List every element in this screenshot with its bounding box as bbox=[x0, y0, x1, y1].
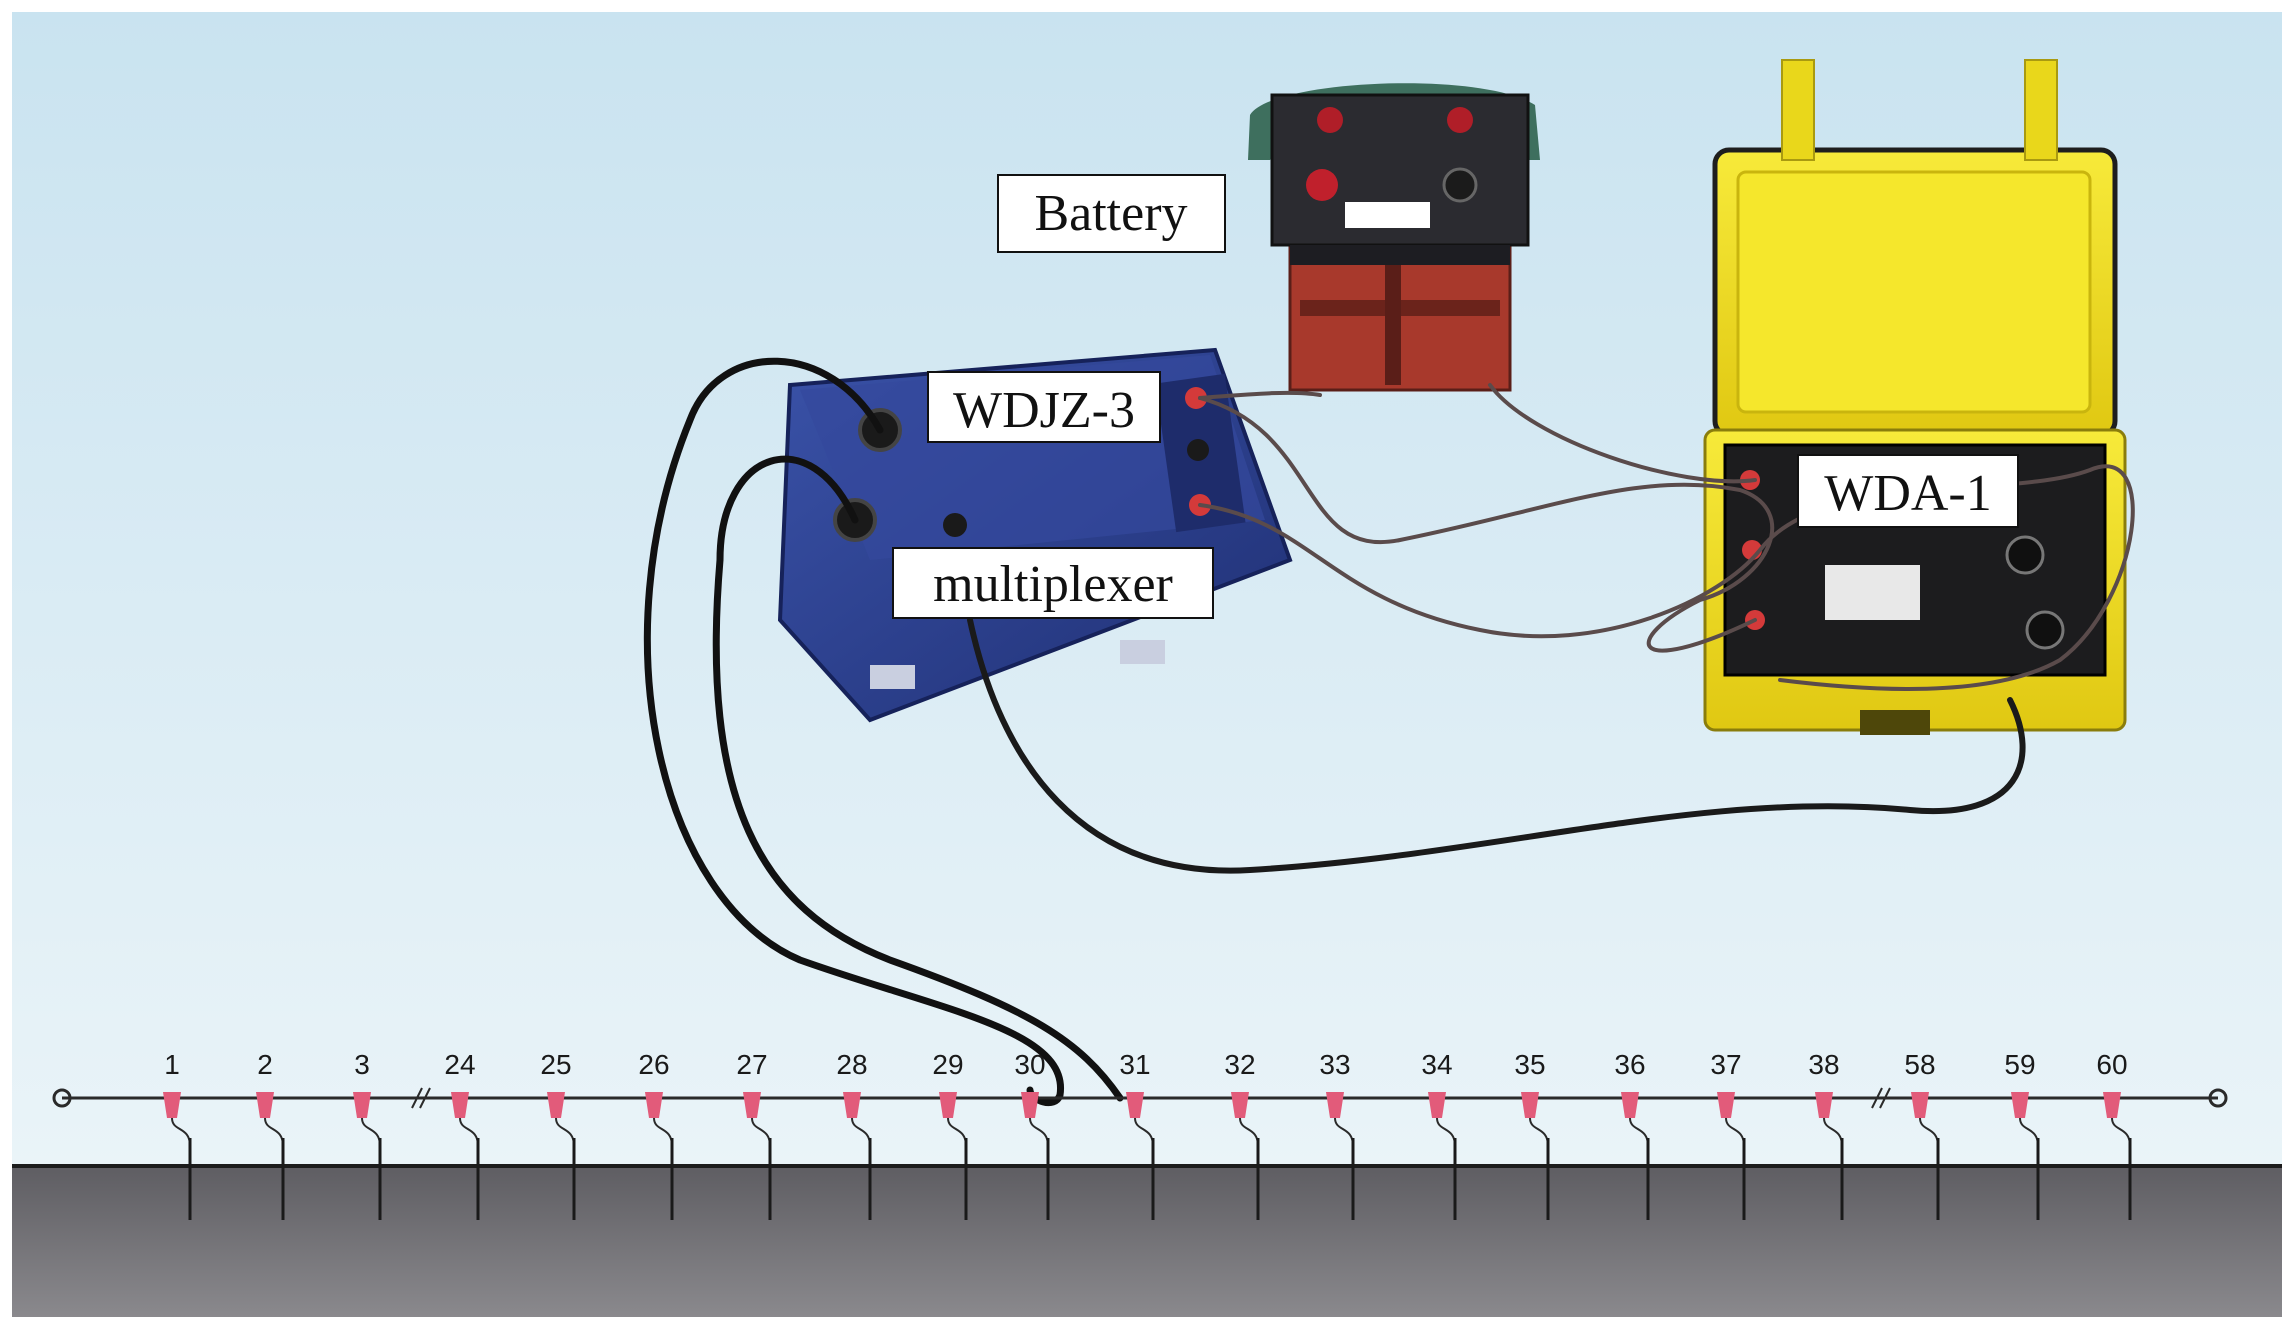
electrode: 27 bbox=[736, 1049, 772, 1220]
electrode-number: 34 bbox=[1421, 1049, 1452, 1080]
instrument-label: WDA-1 bbox=[1824, 465, 1992, 522]
battery-label: Battery bbox=[1034, 185, 1187, 242]
electrode-clip bbox=[1326, 1092, 1344, 1118]
electrode-number: 25 bbox=[540, 1049, 571, 1080]
electrode: 3 bbox=[353, 1049, 382, 1220]
cable-multiplexer-to-instrument-1 bbox=[1198, 396, 1774, 653]
electrode-clip bbox=[451, 1092, 469, 1118]
multiplexer-label: multiplexer bbox=[933, 556, 1173, 613]
electrode-number: 32 bbox=[1224, 1049, 1255, 1080]
electrode-clip bbox=[2011, 1092, 2029, 1118]
electrode-number: 31 bbox=[1119, 1049, 1150, 1080]
multiplexer-model-label-box: WDJZ-3 bbox=[927, 371, 1161, 443]
multiplexer-model-label: WDJZ-3 bbox=[953, 382, 1135, 439]
electrode: 26 bbox=[638, 1049, 674, 1220]
electrode-clip bbox=[939, 1092, 957, 1118]
cable-battery-to-instrument bbox=[1488, 383, 1757, 484]
battery-unit bbox=[1248, 83, 1540, 392]
cable-battery-to-multiplexer bbox=[1198, 390, 1322, 400]
electrode-number: 33 bbox=[1319, 1049, 1350, 1080]
electrode-clip bbox=[256, 1092, 274, 1118]
electrode-number: 30 bbox=[1014, 1049, 1045, 1080]
electrode-clip bbox=[2103, 1092, 2121, 1118]
electrode: 2 bbox=[256, 1049, 285, 1220]
electrode-number: 24 bbox=[444, 1049, 475, 1080]
electrode-clip bbox=[163, 1092, 181, 1118]
cable-electrode-right bbox=[712, 455, 1124, 1102]
electrode-number: 27 bbox=[736, 1049, 767, 1080]
electrode-number: 1 bbox=[164, 1049, 180, 1080]
electrode-number: 28 bbox=[836, 1049, 867, 1080]
electrode: 36 bbox=[1614, 1049, 1650, 1220]
electrode-clip bbox=[1231, 1092, 1249, 1118]
electrode-number: 60 bbox=[2096, 1049, 2127, 1080]
electrode: 31 bbox=[1119, 1049, 1155, 1220]
line-end-left bbox=[52, 1088, 72, 1108]
electrode-number: 59 bbox=[2004, 1049, 2035, 1080]
electrode: 1 bbox=[163, 1049, 192, 1220]
electrode: 29 bbox=[932, 1049, 968, 1220]
line-break-right bbox=[1871, 1087, 1891, 1109]
electrode-clip bbox=[743, 1092, 761, 1118]
electrode: 37 bbox=[1710, 1049, 1746, 1220]
instrument-label-box: WDA-1 bbox=[1797, 454, 2019, 528]
electrode-clip bbox=[1717, 1092, 1735, 1118]
instrument-unit bbox=[1703, 59, 2127, 735]
electrode: 34 bbox=[1421, 1049, 1457, 1220]
electrode-clip bbox=[353, 1092, 371, 1118]
battery-display bbox=[1345, 202, 1430, 228]
electrode-number: 35 bbox=[1514, 1049, 1545, 1080]
electrode-clip bbox=[1521, 1092, 1539, 1118]
electrode: 38 bbox=[1808, 1049, 1844, 1220]
electrode-clip bbox=[645, 1092, 663, 1118]
electrode: 25 bbox=[540, 1049, 576, 1220]
electrode-clip bbox=[1911, 1092, 1929, 1118]
electrode: 35 bbox=[1514, 1049, 1550, 1220]
electrode-number: 26 bbox=[638, 1049, 669, 1080]
electrode: 30 bbox=[1014, 1049, 1050, 1220]
electrode-number: 3 bbox=[354, 1049, 370, 1080]
electrode-clip bbox=[547, 1092, 565, 1118]
electrode-number: 2 bbox=[257, 1049, 273, 1080]
electrode: 32 bbox=[1224, 1049, 1260, 1220]
cable-multiplexer-to-instrument-3 bbox=[967, 617, 2026, 874]
electrode: 28 bbox=[836, 1049, 872, 1220]
electrode: 59 bbox=[2004, 1049, 2040, 1220]
electrode-number: 36 bbox=[1614, 1049, 1645, 1080]
electrode: 33 bbox=[1319, 1049, 1355, 1220]
electrode-clip bbox=[1126, 1092, 1144, 1118]
electrode-clip bbox=[1021, 1092, 1039, 1118]
multiplexer-label-box: multiplexer bbox=[892, 547, 1214, 619]
battery-label-box: Battery bbox=[997, 174, 1226, 253]
electrode-clip bbox=[1815, 1092, 1833, 1118]
electrode-clip bbox=[1621, 1092, 1639, 1118]
electrode: 60 bbox=[2096, 1049, 2132, 1220]
electrode: 24 bbox=[444, 1049, 480, 1220]
electrode-number: 38 bbox=[1808, 1049, 1839, 1080]
electrode: 58 bbox=[1904, 1049, 1940, 1220]
electrode-number: 58 bbox=[1904, 1049, 1935, 1080]
electrode-number: 37 bbox=[1710, 1049, 1741, 1080]
line-end-right bbox=[2208, 1088, 2228, 1108]
cable-electrode-left bbox=[643, 357, 1064, 1107]
electrode-number: 29 bbox=[932, 1049, 963, 1080]
ground bbox=[12, 1165, 2282, 1317]
electrode-clip bbox=[843, 1092, 861, 1118]
line-break-left bbox=[411, 1087, 431, 1109]
electrode-clip bbox=[1428, 1092, 1446, 1118]
